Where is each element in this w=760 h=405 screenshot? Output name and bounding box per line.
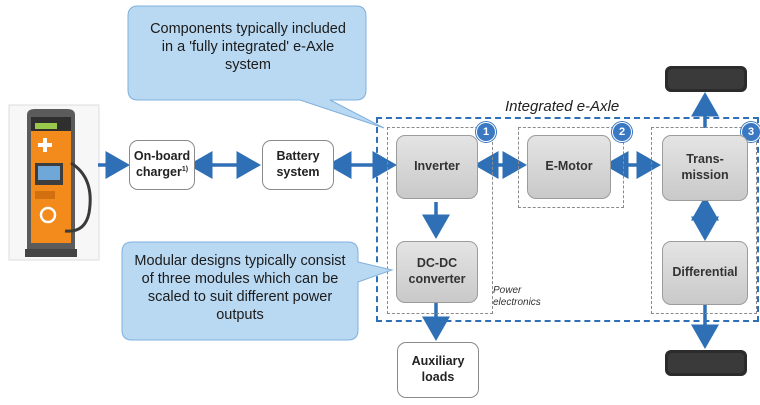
battery-system-box: Battery system bbox=[262, 140, 334, 190]
ev-charging-station-image bbox=[8, 104, 100, 261]
wheel-bottom-icon bbox=[665, 350, 747, 376]
wheel-top-icon bbox=[665, 66, 747, 92]
callout-bottom-text: Modular designs typically consist of thr… bbox=[134, 253, 346, 324]
dcdc-converter-box: DC-DC converter bbox=[396, 241, 478, 303]
onboard-charger-label: On-board charger bbox=[133, 149, 191, 179]
emotor-box: E-Motor bbox=[527, 135, 611, 199]
module-badge-2: 2 bbox=[612, 122, 632, 142]
power-electronics-label: Power electronics bbox=[493, 285, 541, 308]
module-badge-1: 1 bbox=[476, 122, 496, 142]
transmission-box: Trans-mission bbox=[662, 135, 748, 201]
integrated-eaxle-boundary bbox=[376, 117, 759, 322]
transmission-module-frame bbox=[651, 127, 757, 314]
differential-box: Differential bbox=[662, 241, 748, 305]
emotor-module-frame bbox=[518, 127, 624, 208]
module-badge-3: 3 bbox=[741, 122, 760, 142]
onboard-charger-box: On-board charger1) bbox=[129, 140, 195, 190]
inverter-box: Inverter bbox=[396, 135, 478, 199]
footnote-marker: 1) bbox=[181, 165, 189, 173]
integrated-eaxle-label: Integrated e-Axle bbox=[505, 98, 620, 115]
power-electronics-module-frame bbox=[387, 127, 493, 314]
auxiliary-loads-box: Auxiliary loads bbox=[397, 342, 479, 398]
callout-top-text: Components typically included in a 'full… bbox=[150, 21, 346, 74]
